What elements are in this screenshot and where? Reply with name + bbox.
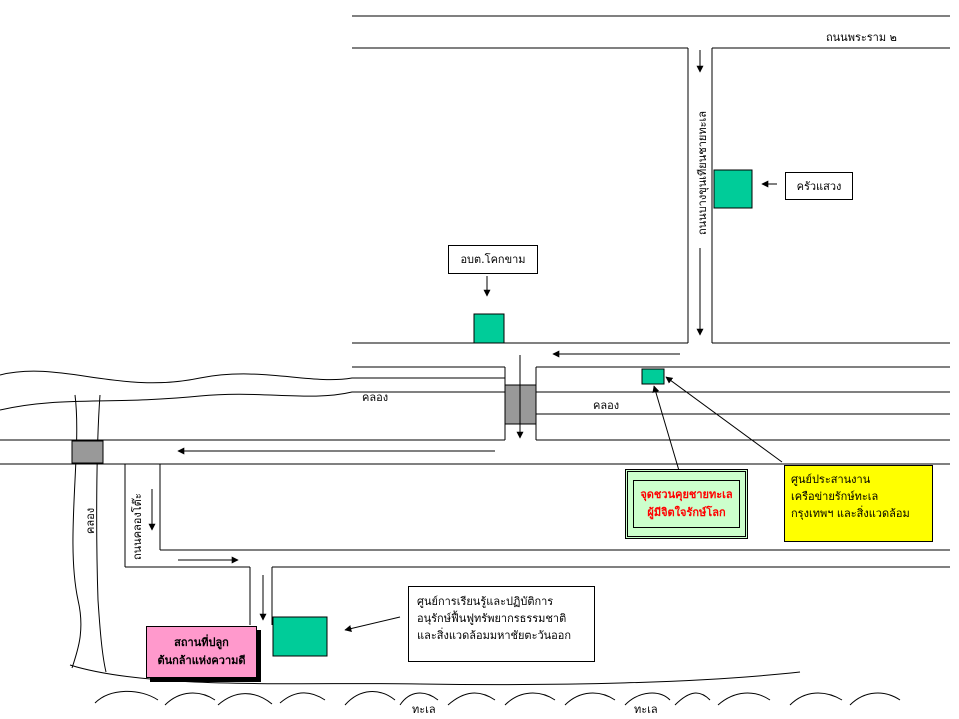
coordination-center-building [641,368,665,385]
bangkhunthian-road-label: ถนนบางขุนเทียนชายทะเล [696,111,709,235]
learning-line-2: อนุรักษ์ฟื้นฟูทรัพยากรธรรมชาติ [417,612,567,625]
meeting-line-1: จุดชวนคุยชายทะเล [640,488,733,501]
coordination-line-3: กรุงเทพฯ และสิ่งแวดล้อม [791,507,910,520]
krua-saeng-building [713,169,753,209]
obt-khok-kham-box: อบต.โคกขาม [448,245,538,274]
sea-label-1: ทะเล [412,703,436,716]
direction-arrows [148,50,783,632]
upper-road [352,342,950,368]
coordination-center-box: ศูนย์ประสานงาน เครือข่ายรักษ์ทะเล กรุงเท… [784,465,933,542]
sea-label-2: ทะเล [634,703,658,716]
meeting-point-box: จุดชวนคุยชายทะเล ผู้มีจิตใจรักษ์โลก [625,469,748,539]
rama2-road [352,15,950,49]
canal-label-right: คลอง [593,399,620,412]
krua-saeng-box: ครัวแสวง [785,172,853,200]
meeting-line-2: ผู้มีจิตใจรักษ์โลก [647,506,726,519]
rama2-road-label: ถนนพระราม ๒ [826,31,897,44]
planting-line-2: ต้นกล้าแห่งความดี [157,654,246,667]
canal [0,370,950,441]
planting-line-1: สถานที่ปลูก [174,636,229,649]
learning-line-1: ศูนย์การเรียนรู้และปฏิบัติการ [417,595,554,608]
bridge-left [71,440,104,464]
coordination-line-1: ศูนย์ประสานงาน [791,473,871,486]
learning-center-building [272,616,328,657]
coordination-line-2: เครือข่ายรักษ์ทะเล [791,490,879,503]
learning-center-box: ศูนย์การเรียนรู้และปฏิบัติการ อนุรักษ์ฟื… [408,586,595,662]
learning-line-3: และสิ่งแวดล้อมมหาชัยตะวันออก [417,629,572,642]
canal-label-left: คลอง [362,391,389,404]
bangkhunthian-road [687,48,713,343]
planting-site-box: สถานที่ปลูก ต้นกล้าแห่งความดี [146,626,257,678]
khlong-dan-road-label: ถนนคลองโต๊ะ [131,493,144,560]
obt-khok-kham-label: อบต.โคกขาม [460,253,526,266]
shoreline [69,664,801,686]
khlong-dan-road [124,464,950,625]
vertical-canal-label: คลอง [84,507,97,534]
obt-khok-kham-building [473,313,505,344]
sea-waves [94,690,901,706]
krua-saeng-label: ครัวแสวง [796,179,842,193]
